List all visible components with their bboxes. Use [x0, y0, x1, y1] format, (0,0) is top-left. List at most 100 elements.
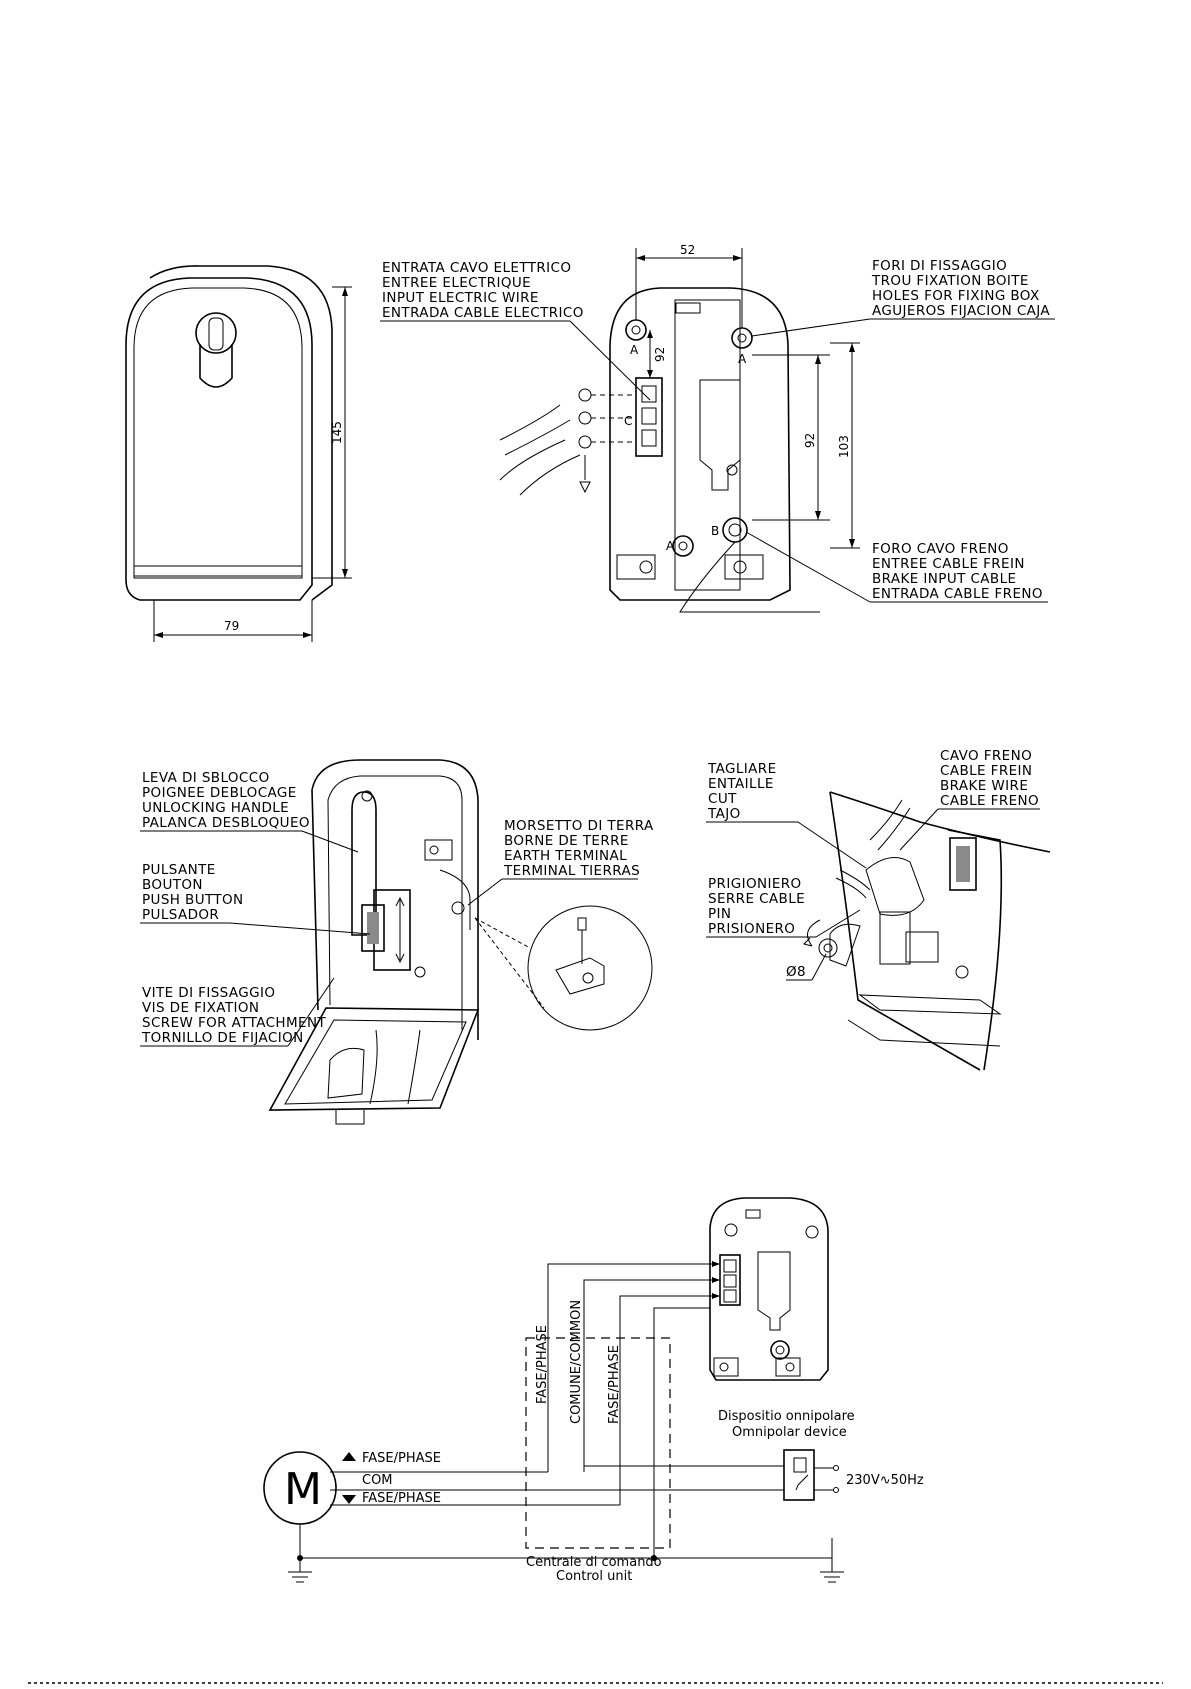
callout-cut: TAGLIARE ENTAILLE CUT TAJO: [706, 761, 867, 869]
wire-label-fase-down: FASE/PHASE: [362, 1491, 441, 1506]
phase-up-arrow-icon: [342, 1452, 356, 1461]
cable-entry-line-4: ENTRADA CABLE ELECTRICO: [382, 305, 584, 321]
dim-hole-103: 103: [837, 435, 851, 458]
wiring-lines: [288, 1261, 844, 1583]
unlock-handle-line-4: PALANCA DESBLOQUEO: [142, 815, 310, 831]
motor-label: M: [284, 1464, 322, 1515]
ground-left-icon: [288, 1558, 312, 1583]
earth-terminal-line-2: BORNE DE TERRE: [504, 833, 629, 849]
callout-fixing-screw: VITE DI FISSAGGIO VIS DE FIXATION SCREW …: [140, 977, 335, 1047]
lock-cylinder-icon: [195, 312, 237, 354]
vertical-label-common: COMUNE/COMMON: [569, 1300, 584, 1424]
fixing-screw-line-4: TORNILLO DE FIJACION: [141, 1030, 304, 1046]
fixing-holes-line-1: FORI DI FISSAGGIO: [872, 258, 1007, 274]
hole-label-b: B: [711, 524, 719, 538]
fixing-screw-line-1: VITE DI FISSAGGIO: [142, 985, 275, 1001]
dim-hole-92b: 92: [803, 433, 817, 448]
back-view-dimensions: 52 92 92 103: [635, 243, 860, 549]
omnipolar-device: Dispositio onnipolare Omnipolar device 2…: [718, 1409, 924, 1501]
open-lid: [268, 1007, 480, 1111]
earth-terminal-detail: [527, 905, 653, 1031]
callout-brake-wire: CAVO FRENO CABLE FREIN BRAKE WIRE CABLE …: [899, 748, 1040, 851]
vertical-label-fase-2: FASE/PHASE: [607, 1345, 622, 1424]
callout-push-button: PULSANTE BOUTON PUSH BUTTON PULSADOR: [140, 862, 371, 935]
front-view-dimensions: 145 79: [153, 286, 352, 642]
diameter-label: Ø8: [786, 964, 806, 980]
fixing-holes-line-4: AGUJEROS FIJACION CAJA: [872, 303, 1050, 319]
hole-label-a3: A: [666, 539, 675, 553]
dim-width-52: 52: [680, 243, 695, 257]
brake-wire-line-3: BRAKE WIRE: [940, 778, 1028, 794]
callout-brake-cable-hole: FORO CAVO FRENO ENTREE CABLE FREIN BRAKE…: [745, 531, 1048, 603]
motor-symbol: M FASE/PHASE COM FASE/PHASE: [263, 1451, 441, 1525]
brake-wire-line-2: CABLE FREIN: [940, 763, 1032, 779]
brake-wire-line-4: CABLE FRENO: [940, 793, 1039, 809]
back-view-housing: A A A C B: [499, 287, 820, 613]
fixing-hole-a1-icon: [625, 319, 647, 341]
brake-wire-detail-view: [803, 791, 1051, 1071]
callout-earth-terminal: MORSETTO DI TERRA BORNE DE TERRE EARTH T…: [467, 818, 654, 906]
earth-terminal-line-1: MORSETTO DI TERRA: [504, 818, 654, 834]
cut-line-2: ENTAILLE: [708, 776, 774, 792]
pin-line-3: PIN: [708, 906, 731, 922]
terminal-block: [635, 377, 663, 457]
dim-height-145: 145: [330, 421, 344, 444]
push-button-line-2: BOUTON: [142, 877, 203, 893]
motor-circle-icon: [263, 1451, 337, 1525]
control-unit-label-it: Centrale di comando: [526, 1555, 662, 1570]
phase-down-arrow-icon: [342, 1495, 356, 1504]
cut-line-3: CUT: [708, 791, 737, 807]
front-view-housing: [125, 265, 333, 601]
cable-entry-line-1: ENTRATA CAVO ELETTRICO: [382, 260, 571, 276]
callout-fixing-holes: FORI DI FISSAGGIO TROU FIXATION BOITE HO…: [751, 258, 1055, 337]
callout-unlock-handle: LEVA DI SBLOCCO POIGNEE DEBLOCAGE UNLOCK…: [140, 770, 359, 853]
earth-terminal-line-3: EARTH TERMINAL: [504, 848, 627, 864]
supply-label: 230V∿50Hz: [846, 1473, 924, 1488]
control-unit-box: FASE/PHASE COMUNE/COMMON FASE/PHASE Cent…: [525, 1300, 671, 1584]
fixing-screw-line-2: VIS DE FIXATION: [142, 1000, 259, 1016]
cut-line-1: TAGLIARE: [707, 761, 777, 777]
brake-wire-line-1: CAVO FRENO: [940, 748, 1032, 764]
cable-entry-line-3: INPUT ELECTRIC WIRE: [382, 290, 539, 306]
dim-width-79: 79: [224, 619, 239, 633]
callout-cable-entry: ENTRATA CAVO ELETTRICO ENTREE ELECTRIQUE…: [380, 260, 651, 401]
open-housing-view: [268, 759, 653, 1125]
unlock-handle-line-1: LEVA DI SBLOCCO: [142, 770, 270, 786]
pin-line-1: PRIGIONIERO: [708, 876, 802, 892]
fixing-screw-line-3: SCREW FOR ATTACHMENT: [142, 1015, 326, 1031]
brake-cable-line-1: FORO CAVO FRENO: [872, 541, 1009, 557]
fixing-holes-line-3: HOLES FOR FIXING BOX: [872, 288, 1040, 304]
fixing-holes-line-2: TROU FIXATION BOITE: [871, 273, 1029, 289]
brake-cable-line-2: ENTREE CABLE FREIN: [872, 556, 1025, 572]
wiring-housing-small: [709, 1197, 829, 1381]
wiring-terminal-block: [719, 1254, 741, 1306]
dim-hole-92a: 92: [653, 347, 667, 362]
brake-cable-line-4: ENTRADA CABLE FRENO: [872, 586, 1043, 602]
ground-right-icon: [820, 1558, 844, 1583]
pin-line-4: PRISIONERO: [708, 921, 795, 937]
push-button-part: [373, 889, 411, 971]
wire-label-fase-up: FASE/PHASE: [362, 1451, 441, 1466]
vertical-label-fase-1: FASE/PHASE: [535, 1325, 550, 1404]
unlock-handle-line-2: POIGNEE DEBLOCAGE: [142, 785, 297, 801]
hole-label-a2: A: [738, 352, 747, 366]
cut-line-4: TAJO: [707, 806, 741, 822]
brake-cable-line-3: BRAKE INPUT CABLE: [872, 571, 1016, 587]
pin-line-2: SERRE CABLE: [708, 891, 805, 907]
cable-entry-line-2: ENTREE ELECTRIQUE: [382, 275, 531, 291]
hole-label-a1: A: [630, 343, 639, 357]
push-button-line-4: PULSADOR: [142, 907, 219, 923]
unlock-handle-line-3: UNLOCKING HANDLE: [142, 800, 289, 816]
wire-label-com: COM: [362, 1473, 393, 1488]
earth-terminal-line-4: TERMINAL TIERRAS: [503, 863, 640, 879]
omnipolar-label-it: Dispositio onnipolare: [718, 1409, 855, 1424]
omnipolar-label-en: Omnipolar device: [732, 1425, 847, 1440]
callout-pin: PRIGIONIERO SERRE CABLE PIN PRISIONERO Ø…: [706, 876, 861, 981]
omnipolar-switch-icon: [783, 1449, 815, 1501]
control-unit-label-en: Control unit: [556, 1569, 632, 1584]
brake-cable-hole-icon: [722, 517, 748, 543]
push-button-line-1: PULSANTE: [142, 862, 216, 878]
fixing-hole-a3-icon: [672, 535, 694, 557]
